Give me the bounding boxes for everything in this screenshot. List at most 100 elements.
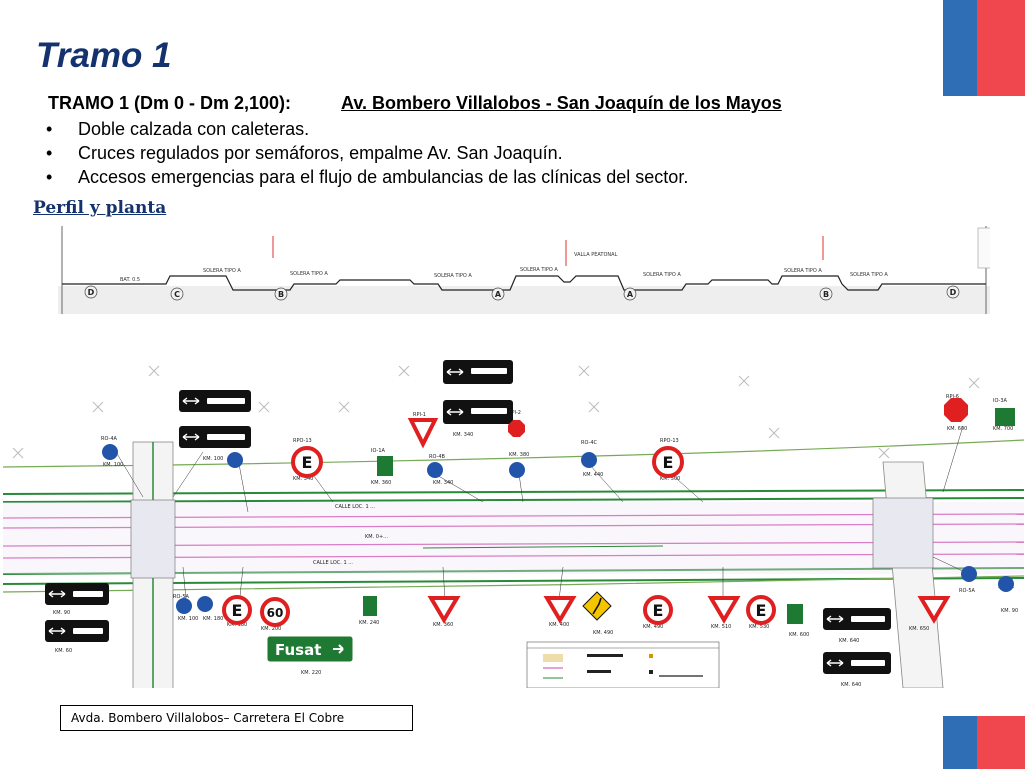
speed-limit-value: 60 bbox=[267, 606, 284, 620]
svg-text:KM. 340: KM. 340 bbox=[293, 476, 313, 482]
axis-label: B bbox=[278, 290, 284, 299]
svg-text:KM. 530: KM. 530 bbox=[749, 624, 769, 630]
no-parking-letter: E bbox=[653, 601, 664, 620]
axis-marker bbox=[623, 287, 637, 301]
no-parking-letter: E bbox=[302, 453, 313, 472]
feature-item: • Accesos emergencias para el flujo de am… bbox=[46, 166, 688, 190]
feature-text: Doble calzada con caleteras. bbox=[78, 119, 310, 139]
axis-label: C bbox=[174, 290, 180, 299]
stop-signs bbox=[508, 398, 968, 437]
sign-leader-lines bbox=[115, 425, 970, 607]
svg-text:RO-4A: RO-4A bbox=[101, 436, 118, 442]
svg-text:KM. 380: KM. 380 bbox=[509, 452, 529, 458]
tramo-range: TRAMO 1 (Dm 0 - Dm 2,100): bbox=[48, 93, 292, 113]
survey-cross-marks bbox=[12, 365, 980, 459]
svg-text:KM. 640: KM. 640 bbox=[841, 682, 861, 688]
svg-text:SOLERA TIPO A: SOLERA TIPO A bbox=[203, 268, 241, 274]
right-intersection bbox=[872, 461, 944, 688]
svg-text:RO-5A: RO-5A bbox=[959, 588, 976, 594]
median-line bbox=[422, 545, 664, 549]
svg-text:KM. 340: KM. 340 bbox=[433, 480, 453, 486]
svg-text:KM. 500: KM. 500 bbox=[660, 476, 680, 482]
axis-label: D bbox=[88, 288, 95, 297]
road-plan-view-drawing: CALLE LOC. 1 ... CALLE LOC. 1 ... KM. 0+… bbox=[3, 360, 1024, 688]
svg-text:IO-1A: IO-1A bbox=[371, 448, 386, 454]
road-cross-section-drawing: BAT. 0.5 SOLERA TIPO A SOLERA TIPO A SOLER… bbox=[58, 226, 990, 314]
svg-text:IO-3A: IO-3A bbox=[993, 398, 1008, 404]
feature-list: • Doble calzada con caleteras. • Cruces re… bbox=[46, 118, 688, 190]
svg-text:SOLERA TIPO A: SOLERA TIPO A bbox=[643, 272, 681, 278]
svg-text:KM. 90: KM. 90 bbox=[53, 610, 70, 616]
bullet-icon: • bbox=[46, 167, 53, 187]
guide-sign-text: Fusat bbox=[275, 641, 321, 659]
svg-text:RPI-1: RPI-1 bbox=[413, 412, 426, 418]
no-parking-letter: E bbox=[663, 453, 674, 472]
svg-text:SOLERA TIPO A: SOLERA TIPO A bbox=[850, 272, 888, 278]
svg-text:KM. 490: KM. 490 bbox=[643, 624, 663, 630]
no-parking-signs: E E E E E bbox=[222, 446, 776, 625]
bullet-icon: • bbox=[46, 143, 53, 163]
svg-text:RO-4B: RO-4B bbox=[429, 454, 446, 460]
feature-text: Accesos emergencias para el flujo de amb… bbox=[78, 167, 689, 187]
svg-text:BAT. 0.5: BAT. 0.5 bbox=[120, 277, 140, 283]
svg-text:RPO-13: RPO-13 bbox=[293, 438, 312, 444]
svg-text:KM. 360: KM. 360 bbox=[371, 480, 391, 486]
pavement-profile-line bbox=[62, 275, 986, 291]
svg-text:RO-5A: RO-5A bbox=[173, 594, 190, 600]
slide-title: Tramo 1 bbox=[36, 36, 172, 75]
svg-text:KM. 60: KM. 60 bbox=[55, 648, 72, 654]
green-info-signs bbox=[363, 408, 1015, 624]
axis-marker bbox=[946, 285, 960, 299]
svg-text:KM. 100: KM. 100 bbox=[203, 456, 223, 462]
feature-item: • Doble calzada con caleteras. bbox=[46, 118, 688, 142]
feature-text: Cruces regulados por semáforos, empalme … bbox=[78, 143, 563, 163]
svg-text:KM. 90: KM. 90 bbox=[1001, 608, 1018, 614]
svg-text:KM. 180: KM. 180 bbox=[203, 616, 223, 622]
svg-text:KM. 240: KM. 240 bbox=[359, 620, 379, 626]
axis-marker bbox=[84, 285, 98, 299]
svg-text:KM. 200: KM. 200 bbox=[261, 626, 281, 632]
svg-text:SOLERA TIPO A: SOLERA TIPO A bbox=[434, 273, 472, 279]
left-intersection bbox=[130, 441, 176, 688]
axis-marker bbox=[491, 287, 505, 301]
svg-text:KM. 600: KM. 600 bbox=[947, 426, 967, 432]
svg-text:KM. 0+...: KM. 0+... bbox=[365, 534, 388, 540]
axis-label: A bbox=[495, 290, 502, 299]
slide-caption: Avda. Bombero Villalobos– Carretera El C… bbox=[60, 705, 413, 731]
bullet-icon: • bbox=[46, 119, 53, 139]
svg-text:KM. 180: KM. 180 bbox=[227, 622, 247, 628]
axis-label: D bbox=[950, 288, 957, 297]
svg-text:KM. 490: KM. 490 bbox=[593, 630, 613, 636]
axis-label: A bbox=[627, 290, 634, 299]
tramo-heading: TRAMO 1 (Dm 0 - Dm 2,100): Av. Bombero V… bbox=[48, 93, 782, 114]
svg-text:KM. 340: KM. 340 bbox=[453, 432, 473, 438]
svg-text:CALLE LOC. 1 ...: CALLE LOC. 1 ... bbox=[335, 504, 375, 510]
fusat-guide-sign: Fusat bbox=[266, 635, 354, 663]
svg-text:KM. 600: KM. 600 bbox=[789, 632, 809, 638]
svg-text:KM. 220: KM. 220 bbox=[301, 670, 321, 676]
svg-text:KM. 360: KM. 360 bbox=[433, 622, 453, 628]
svg-text:VALLA PEATONAL: VALLA PEATONAL bbox=[574, 252, 618, 258]
svg-text:KM. 510: KM. 510 bbox=[711, 624, 731, 630]
svg-text:KM. 650: KM. 650 bbox=[909, 626, 929, 632]
svg-text:KM. 400: KM. 400 bbox=[549, 622, 569, 628]
no-parking-letter: E bbox=[756, 601, 767, 620]
svg-text:SOLERA TIPO A: SOLERA TIPO A bbox=[784, 268, 822, 274]
tramo-route: Av. Bombero Villalobos - San Joaquín de … bbox=[341, 93, 782, 113]
arrow-direction-signs bbox=[45, 360, 891, 674]
yield-signs bbox=[407, 418, 951, 624]
chile-flag-bottom-right bbox=[943, 716, 1025, 769]
speed-limit-sign: 60 bbox=[260, 597, 290, 627]
svg-text:SOLERA TIPO A: SOLERA TIPO A bbox=[290, 271, 328, 277]
feature-item: • Cruces regulados por semáforos, empalme… bbox=[46, 142, 688, 166]
curve-warning-sign bbox=[582, 591, 612, 621]
svg-text:RPO-13: RPO-13 bbox=[660, 438, 679, 444]
profile-edge-label-box bbox=[977, 227, 990, 269]
blue-mandatory-signs bbox=[102, 444, 1014, 614]
svg-text:KM. 440: KM. 440 bbox=[583, 472, 603, 478]
ground-fill bbox=[58, 286, 990, 314]
svg-text:RPI-6: RPI-6 bbox=[946, 394, 959, 400]
svg-text:KM. 100: KM. 100 bbox=[103, 462, 123, 468]
no-parking-letter: E bbox=[232, 601, 243, 620]
svg-text:KM. 640: KM. 640 bbox=[839, 638, 859, 644]
